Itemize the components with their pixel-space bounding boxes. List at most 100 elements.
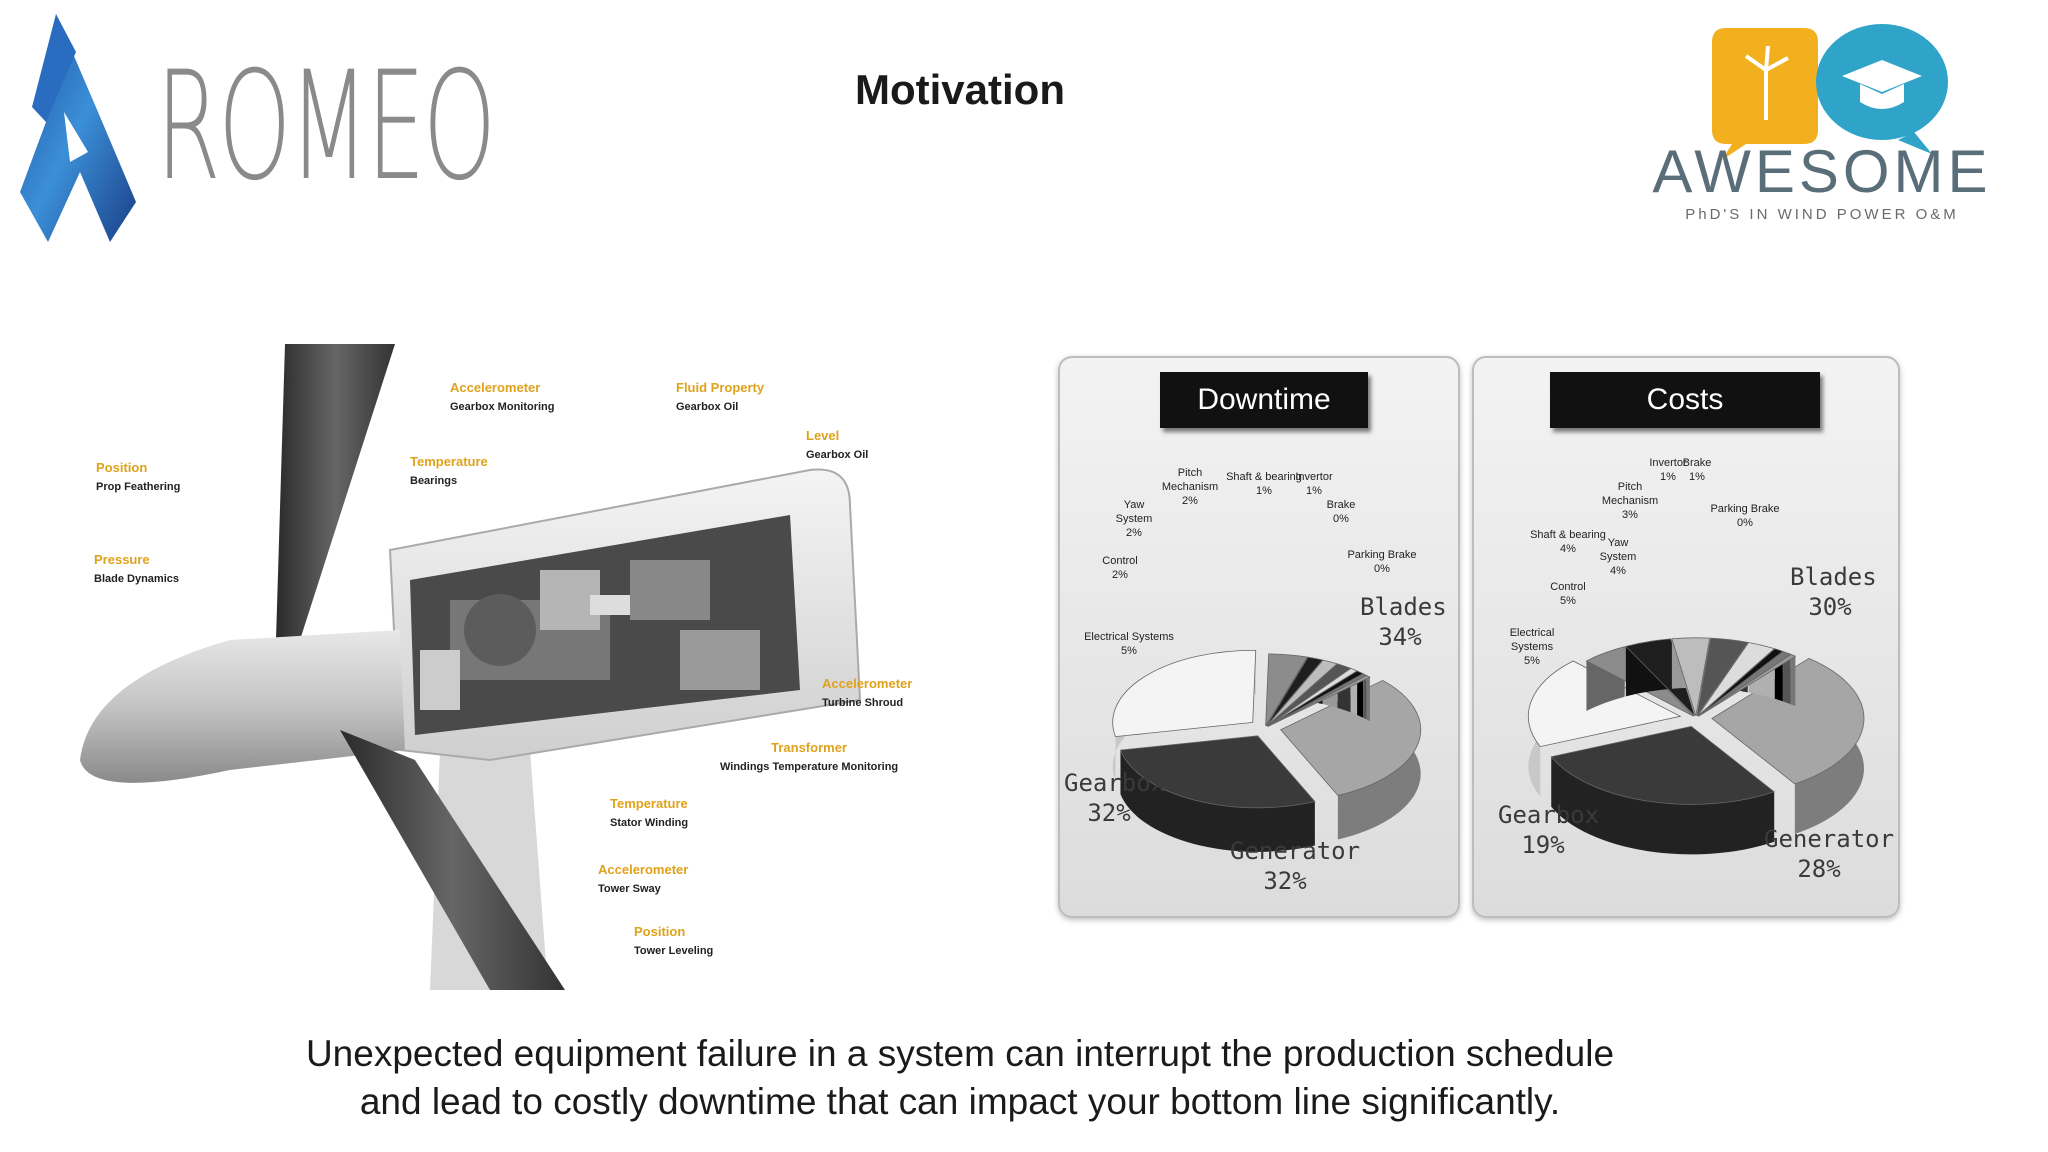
slice-name: Electrical Systems xyxy=(1084,631,1174,643)
sensor-name: Accelerometer xyxy=(450,380,541,395)
slice-label-control: Control 2% xyxy=(1100,554,1140,582)
slice-value: 2% xyxy=(1126,527,1142,539)
pie-slice-side xyxy=(1783,651,1791,705)
costs-chart-panel: Costs Blades 30% Generator 28% Gearbox 1… xyxy=(1472,356,1900,918)
slice-name: Brake xyxy=(1682,457,1712,469)
pie-slice xyxy=(1280,679,1422,796)
slice-name: Invertor xyxy=(1649,457,1687,469)
slice-value: 1% xyxy=(1689,471,1705,483)
sensor-label: Accelerometer Turbine Shroud xyxy=(822,676,912,709)
slice-value: 4% xyxy=(1610,565,1626,577)
slice-name: Generator xyxy=(1230,837,1361,865)
slice-value: 0% xyxy=(1333,513,1349,525)
pie-slice xyxy=(1527,660,1682,748)
slice-value: 1% xyxy=(1660,471,1676,483)
sensor-desc: Tower Leveling xyxy=(634,945,714,957)
slice-value: 4% xyxy=(1560,543,1576,555)
slice-label-generator: Generator 28% xyxy=(1764,824,1894,884)
sensor-name: Temperature xyxy=(410,454,488,469)
sensor-label: Fluid Property Gearbox Oil xyxy=(676,380,764,413)
slice-label-yaw: Yaw System 2% xyxy=(1104,498,1164,540)
slice-value: 5% xyxy=(1524,655,1540,667)
slide-title: Motivation xyxy=(855,66,1065,113)
slice-value: 0% xyxy=(1737,517,1753,529)
sensor-name: Pressure xyxy=(94,552,150,567)
sensor-label: Accelerometer Gearbox Monitoring xyxy=(450,380,555,413)
pie-slice xyxy=(1112,649,1257,738)
sensor-name: Fluid Property xyxy=(676,380,765,395)
awesome-logo: AWESOME PhD'S IN WIND POWER O&M xyxy=(1636,20,2008,223)
caption-line: and lead to costly downtime that can imp… xyxy=(359,1081,1561,1122)
awesome-logo-mark xyxy=(1712,24,1948,160)
sensor-label: Position Tower Leveling xyxy=(634,924,713,957)
sensor-desc: Gearbox Monitoring xyxy=(450,401,555,413)
sensor-desc: Tower Sway xyxy=(598,883,661,895)
slice-label-electrical: Electrical Systems 5% xyxy=(1492,626,1572,668)
turbine-illustration xyxy=(80,344,862,990)
sensor-desc: Blade Dynamics xyxy=(94,573,179,585)
slice-value: 2% xyxy=(1112,569,1128,581)
slice-label-blades: Blades 34% xyxy=(1360,592,1447,652)
slice-value: 2% xyxy=(1182,495,1198,507)
costs-chart-title: Costs xyxy=(1550,372,1820,428)
pie-slice xyxy=(1625,638,1696,717)
sensor-label: Position Prop Feathering xyxy=(96,460,180,493)
awesome-logo-subtitle: PhD'S IN WIND POWER O&M xyxy=(1685,206,1959,223)
slice-value: 1% xyxy=(1256,485,1272,497)
sensor-desc: Turbine Shroud xyxy=(822,697,904,709)
slice-label-shaft: Shaft & bearing 1% xyxy=(1224,470,1304,498)
slice-label-blades: Blades 30% xyxy=(1790,562,1877,622)
sensor-name: Temperature xyxy=(610,796,688,811)
sensor-name: Level xyxy=(806,428,840,443)
slice-name: Control xyxy=(1550,581,1586,593)
pie-slices xyxy=(1112,649,1422,852)
slice-name: Shaft & bearing xyxy=(1226,471,1302,483)
slice-label-electrical: Electrical Systems 5% xyxy=(1084,630,1174,658)
sensor-desc: Gearbox Oil xyxy=(806,449,869,461)
pie-slice xyxy=(1265,653,1308,727)
downtime-pie xyxy=(1112,649,1422,852)
slice-name: Pitch Mechanism xyxy=(1601,481,1659,507)
sensor-desc: Gearbox Oil xyxy=(676,401,739,413)
pie-slice xyxy=(1698,653,1797,717)
slice-value: 1% xyxy=(1306,485,1322,497)
sensor-label: Level Gearbox Oil xyxy=(806,428,868,461)
sensor-name: Position xyxy=(634,924,686,939)
pie-slices xyxy=(1527,637,1865,855)
slice-name: Electrical Systems xyxy=(1509,627,1555,653)
slice-name: Yaw System xyxy=(1599,537,1637,563)
pie-slice xyxy=(1696,637,1749,717)
sensor-desc: Stator Winding xyxy=(610,817,689,829)
romeo-logo-text: ROMEO xyxy=(156,40,496,214)
sensor-label: Temperature Stator Winding xyxy=(610,796,688,829)
slice-label-pitch: Pitch Mechanism 3% xyxy=(1590,480,1670,522)
slice-value: 5% xyxy=(1121,645,1137,657)
slice-value: 32% xyxy=(1263,867,1307,895)
slice-name: Pitch Mechanism xyxy=(1161,467,1219,493)
caption-line: Unexpected equipment failure in a system… xyxy=(305,1033,1615,1074)
sensor-label: Pressure Blade Dynamics xyxy=(94,552,179,585)
slice-label-pitch: Pitch Mechanism 2% xyxy=(1150,466,1230,508)
slice-value: 28% xyxy=(1797,855,1841,883)
slice-label-gearbox: Gearbox 32% xyxy=(1064,768,1166,828)
sensor-desc: Bearings xyxy=(410,475,458,487)
sensor-name: Accelerometer xyxy=(598,862,689,877)
slice-label-shaft: Shaft & bearing 4% xyxy=(1528,528,1608,556)
slice-label-gearbox: Gearbox 19% xyxy=(1498,800,1599,860)
slice-name: Yaw System xyxy=(1115,499,1153,525)
slice-label-invertor: Invertor 1% xyxy=(1284,470,1344,498)
slice-value: 30% xyxy=(1808,593,1852,621)
slice-label-brake: Brake 1% xyxy=(1682,456,1712,484)
slice-value: 3% xyxy=(1622,509,1638,521)
downtime-chart-title: Downtime xyxy=(1160,372,1368,428)
downtime-chart-panel: Downtime Blades 34% Generator 32% Gearbo… xyxy=(1058,356,1460,918)
slice-label-brake: Brake 0% xyxy=(1316,498,1366,526)
pie-slice xyxy=(1550,725,1776,805)
slice-label-invertor: Invertor 1% xyxy=(1648,456,1688,484)
pie-slice-side xyxy=(1366,675,1370,722)
pie-slice-side xyxy=(1551,756,1775,855)
sensor-label: Transformer Windings Temperature Monitor… xyxy=(720,740,898,773)
slice-name: Gearbox xyxy=(1064,769,1166,797)
slice-value: 5% xyxy=(1560,595,1576,607)
slice-value: 32% xyxy=(1087,799,1131,827)
